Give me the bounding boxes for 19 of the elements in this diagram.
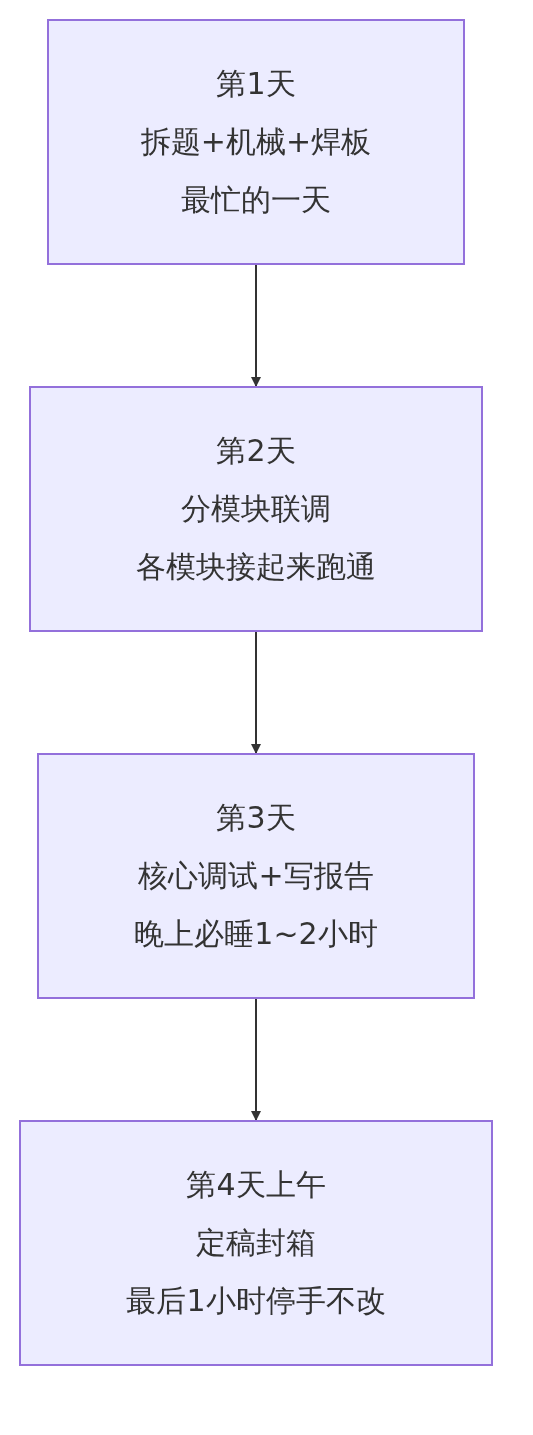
step-text: 定稿封箱 — [196, 1224, 316, 1262]
arrow — [251, 264, 261, 387]
step-text: 拆题+机械+焊板 — [140, 123, 372, 161]
step-title: 第2天 — [216, 432, 296, 470]
step-title: 第3天 — [216, 799, 296, 837]
process-box — [19, 1120, 493, 1366]
step-text: 晚上必睡1~2小时 — [134, 915, 378, 953]
step-text: 最忙的一天 — [181, 181, 331, 219]
step-title: 第1天 — [216, 65, 296, 103]
process-box — [47, 19, 465, 265]
step-text: 分模块联调 — [181, 490, 331, 528]
step-title: 第4天上午 — [186, 1166, 326, 1204]
process-box — [37, 753, 475, 999]
arrow — [251, 631, 261, 754]
arrow — [251, 998, 261, 1121]
step-text: 核心调试+写报告 — [138, 857, 374, 895]
step-text: 各模块接起来跑通 — [136, 548, 376, 586]
process-box — [29, 386, 483, 632]
step-text: 最后1小时停手不改 — [126, 1282, 386, 1320]
